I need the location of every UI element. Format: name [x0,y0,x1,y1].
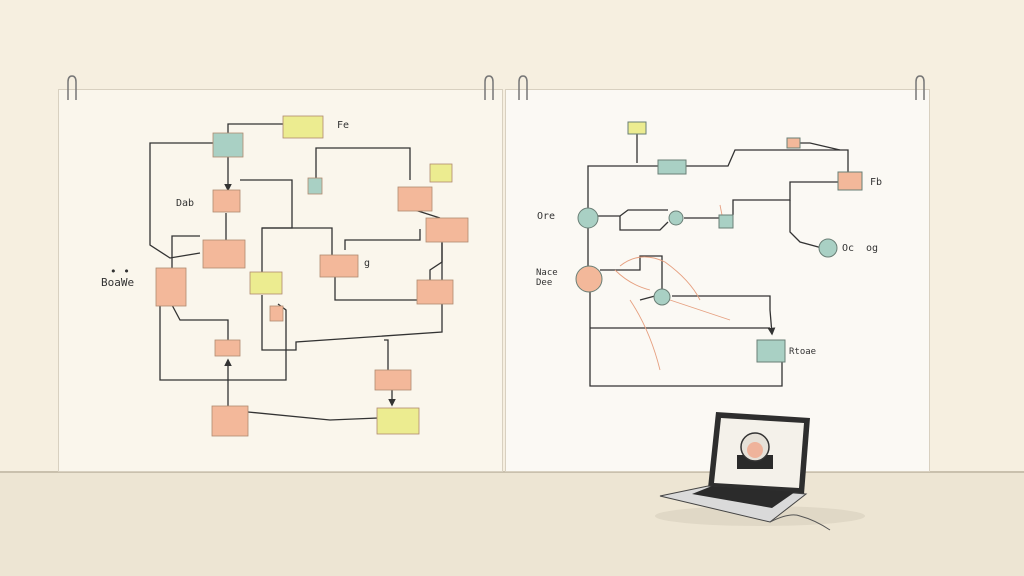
label-bowe-mark: • • [110,265,130,278]
sticky-note [657,159,687,175]
right-board-scribbles [614,204,731,371]
sticky-note [429,163,453,183]
circle-node [577,207,599,229]
sticky-note [374,369,412,391]
label-dtoae: Rtoae [789,347,817,357]
label-g: g [364,258,371,269]
label-fe: Fe [337,120,350,131]
circle-node [653,288,671,306]
sticky-note [319,254,359,278]
sticky-note [214,339,241,357]
label-nace-line2: Dee [536,278,553,288]
sticky-note [155,267,187,307]
laptop-icon [655,412,865,531]
sticky-note [718,214,734,229]
circle-node [668,210,684,226]
sticky-note [397,186,433,212]
label-bowe: BoaWe [101,276,135,289]
sticky-note [786,137,801,149]
sticky-note [307,177,323,195]
floor-baseline [0,471,1024,473]
sticky-note [416,279,454,305]
sticky-note [269,305,284,322]
label-og: og [866,243,879,254]
sticky-note [212,189,241,213]
floor [0,472,1024,576]
sticky-note [425,217,469,243]
sticky-note [282,115,324,139]
person-avatar-icon [737,432,773,469]
sticky-note [211,405,249,437]
sticky-note [756,339,786,363]
label-fb: Fb [870,177,883,188]
circle-node [575,265,603,293]
binder-clip-icon [67,75,925,100]
sticky-note [212,132,244,158]
sticky-note [627,121,647,135]
sticky-note [249,271,283,295]
left-board-connectors [149,123,443,421]
right-board-nodes [575,121,863,363]
label-nace-line1: Nace [536,268,558,278]
label-oc: Oc [842,243,855,254]
label-ore: Ore [537,211,556,222]
sticky-note [837,171,863,191]
sticky-note [202,239,246,269]
sticky-note [376,407,420,435]
right-board-connectors [587,132,849,387]
left-board-sticky-notes [155,115,469,437]
label-da: Dab [176,198,195,209]
circle-node [818,238,838,258]
